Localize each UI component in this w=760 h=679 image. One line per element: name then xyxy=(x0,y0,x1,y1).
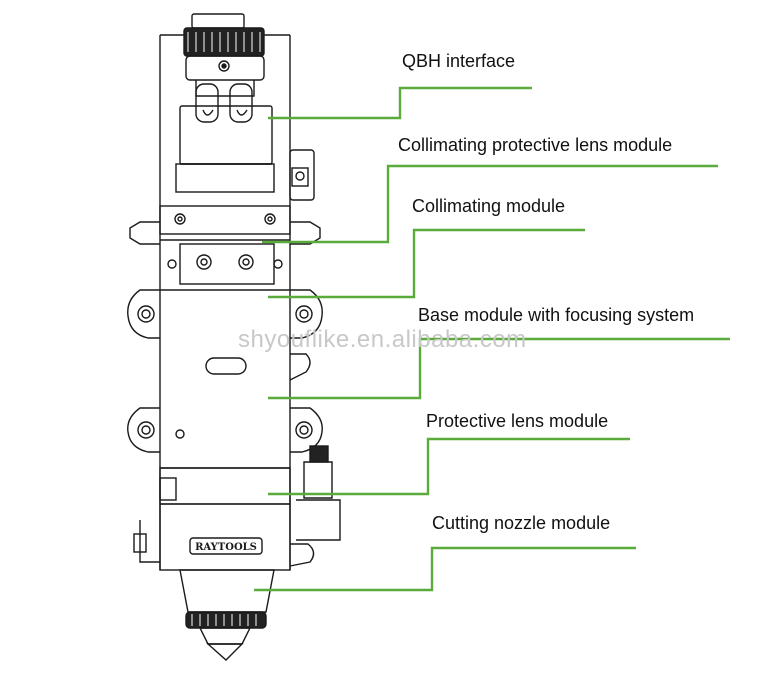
label-base-module: Base module with focusing system xyxy=(418,305,695,325)
cutting-nozzle-body xyxy=(133,503,315,661)
collimating-protective-lens-band xyxy=(129,205,321,245)
brand-plate-text: RAYTOOLS xyxy=(195,542,257,553)
leader-lines xyxy=(254,86,730,592)
collimating-module-block xyxy=(167,243,283,285)
leader-collimating-protective xyxy=(262,164,718,244)
label-cutting-nozzle-module: Cutting nozzle module xyxy=(432,513,611,533)
leader-collimating xyxy=(268,228,585,299)
leader-protective xyxy=(268,437,630,496)
side-fitting-upper xyxy=(289,149,315,201)
label-collimating-module: Collimating module xyxy=(412,196,566,216)
base-module-body xyxy=(127,289,323,469)
label-qbh-interface: QBH interface xyxy=(402,51,516,71)
qbh-connector xyxy=(175,13,275,193)
leader-base xyxy=(268,337,730,400)
leader-nozzle xyxy=(254,546,636,592)
watermark-text: shyouflike.en.alibaba.com xyxy=(238,326,527,353)
label-collimating-protective-lens-module: Collimating protective lens module xyxy=(398,135,673,155)
label-protective-lens-module: Protective lens module xyxy=(426,411,609,431)
leader-qbh xyxy=(268,86,532,120)
